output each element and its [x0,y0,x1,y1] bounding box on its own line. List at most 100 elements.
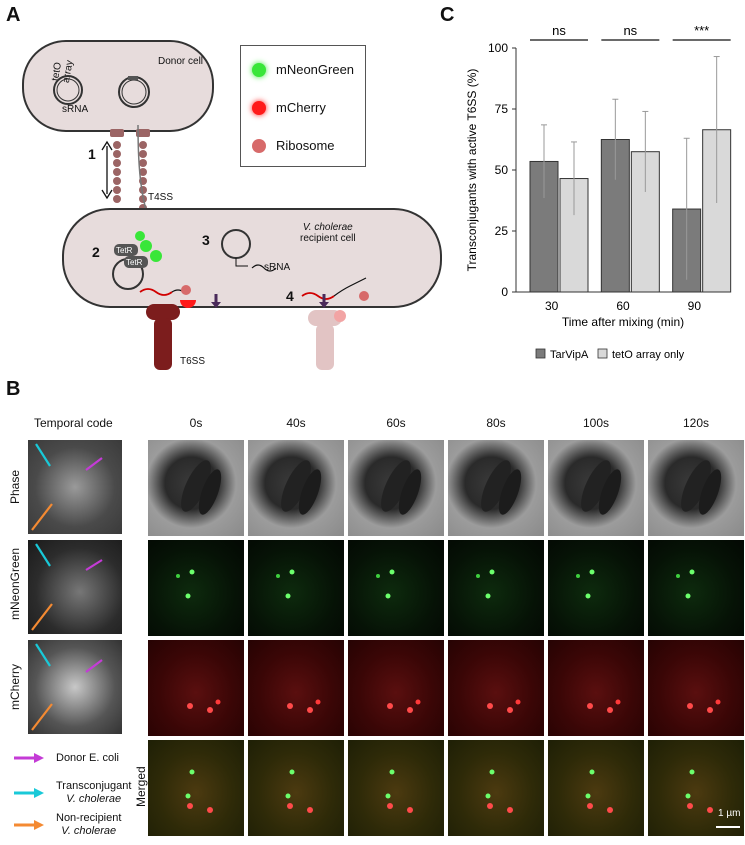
micrograph-merged-0s [148,740,244,836]
right-arrow-icon [14,753,44,764]
micrograph-mneongreen-0s [148,540,244,636]
significance-label: *** [694,23,709,38]
micrograph-merged-40s [248,740,344,836]
key-nonrecipient-line1: Non-recipient [56,812,122,824]
micrograph-merged-60s [348,740,444,836]
recipient-line2: recipient cell [300,233,356,244]
legend-mneongreen-label: mNeonGreen [276,62,355,77]
row-label-merged: Merged [134,766,148,808]
key-donor: Donor E. coli [14,752,119,765]
time-label: 120s [682,416,710,430]
temporal-arrows [31,443,103,731]
y-tick-label: 0 [501,285,508,299]
micrograph-mcherry-80s [448,640,544,736]
row-label-mcherry: mCherry [8,664,22,711]
micrograph-phase-120s [648,440,744,536]
mcherry-icon [252,100,266,115]
tetr-label-2: TetR [126,258,143,267]
key-transconjugant-line2: V. cholerae [66,792,122,805]
donor-plasmids [53,75,150,108]
y-tick-label: 75 [495,102,509,116]
micrograph-mcherry-120s [648,640,744,736]
x-tick-label: 90 [688,299,702,313]
micrograph-mcherry-60s [348,640,444,736]
row-label-phase: Phase [8,469,22,504]
key-transconjugant-line1: Transconjugant [56,780,132,792]
micrograph-phase-80s [448,440,544,536]
micrograph-merged-100s [548,740,644,836]
temporal-code-header: Temporal code [34,416,113,430]
right-arrow-icon [14,819,44,830]
t6ss-structure-inactive [308,310,346,370]
time-label: 0s [189,416,203,430]
right-arrow-icon [14,787,44,798]
significance-label: ns [552,23,566,38]
panel-b-letter: B [6,378,21,400]
ribosome-icon [252,138,266,153]
mneongreen-icon [252,62,266,77]
micrograph-mcherry-0s [148,640,244,736]
step-3-label: 3 [202,232,210,248]
legend-ribosome: Ribosome [252,138,335,153]
micrograph-phase-60s [348,440,444,536]
legend-label: tetO array only [612,349,685,361]
micrograph-phase-40s [248,440,344,536]
step-2-label: 2 [92,244,100,260]
legend-ribosome-label: Ribosome [276,138,335,153]
step-1-label: 1 [88,146,96,162]
micrograph-mneongreen-40s [248,540,344,636]
micrograph-merged-120s [648,740,744,836]
legend-mcherry-label: mCherry [276,100,326,115]
micrograph-mcherry-100s [548,640,644,736]
scale-bar [716,826,740,828]
t6ss-structure-active [146,300,196,370]
y-axis-label: Transconjugants with active T6SS (%) [465,69,479,272]
srna-label-donor: sRNA [62,104,89,115]
time-label: 100s [582,416,610,430]
micrograph-mneongreen-100s [548,540,644,636]
micrograph-mneongreen-80s [448,540,544,636]
t6ss-label: T6SS [180,356,206,367]
recipient-contents [112,229,369,308]
micrograph-phase-0s [148,440,244,536]
legend-label: TarVipA [550,349,589,361]
recipient-cell-label: V. cholerae recipient cell [300,222,356,244]
micrograph-mcherry-40s [248,640,344,736]
t4ss-structure [110,125,157,238]
time-label: 80s [486,416,506,430]
key-transconjugant: Transconjugant V. cholerae [14,780,131,805]
key-nonrecipient-line2: V. cholerae [61,824,117,837]
srna-plasmid [118,76,150,108]
micrograph-phase-100s [548,440,644,536]
x-tick-label: 30 [545,299,559,313]
key-donor-line1: Donor E. coli [56,752,119,764]
row-label-mneongreen: mNeonGreen [8,547,22,620]
srna-plasmid-recipient [221,229,251,259]
key-nonrecipient: Non-recipient V. cholerae [14,812,121,837]
t4ss-label: T4SS [148,192,174,203]
step-4-label: 4 [286,288,294,304]
double-arrow-icon [101,140,113,200]
micrograph-merged-80s [448,740,544,836]
panel-a-letter: A [6,4,21,26]
donor-cell-label: Donor cell [158,56,204,67]
micrograph-mneongreen-60s [348,540,444,636]
srna-label-recipient: sRNA [264,262,291,273]
legend-swatch [597,348,608,359]
teto-plasmid [53,75,83,105]
tetr-label-1: TetR [116,246,133,255]
y-tick-label: 25 [495,224,509,238]
significance-label: ns [623,23,637,38]
y-tick-label: 100 [488,41,508,55]
legend-mcherry: mCherry [252,100,326,115]
x-axis-label: Time after mixing (min) [562,315,684,329]
recipient-line1: V. cholerae [302,222,353,233]
micrograph-mneongreen-120s [648,540,744,636]
time-label: 60s [386,416,406,430]
panel-c-letter: C [440,4,455,26]
scale-bar-label: 1 µm [718,808,741,819]
y-tick-label: 50 [495,163,509,177]
time-label: 40s [286,416,306,430]
legend-swatch [535,348,546,359]
